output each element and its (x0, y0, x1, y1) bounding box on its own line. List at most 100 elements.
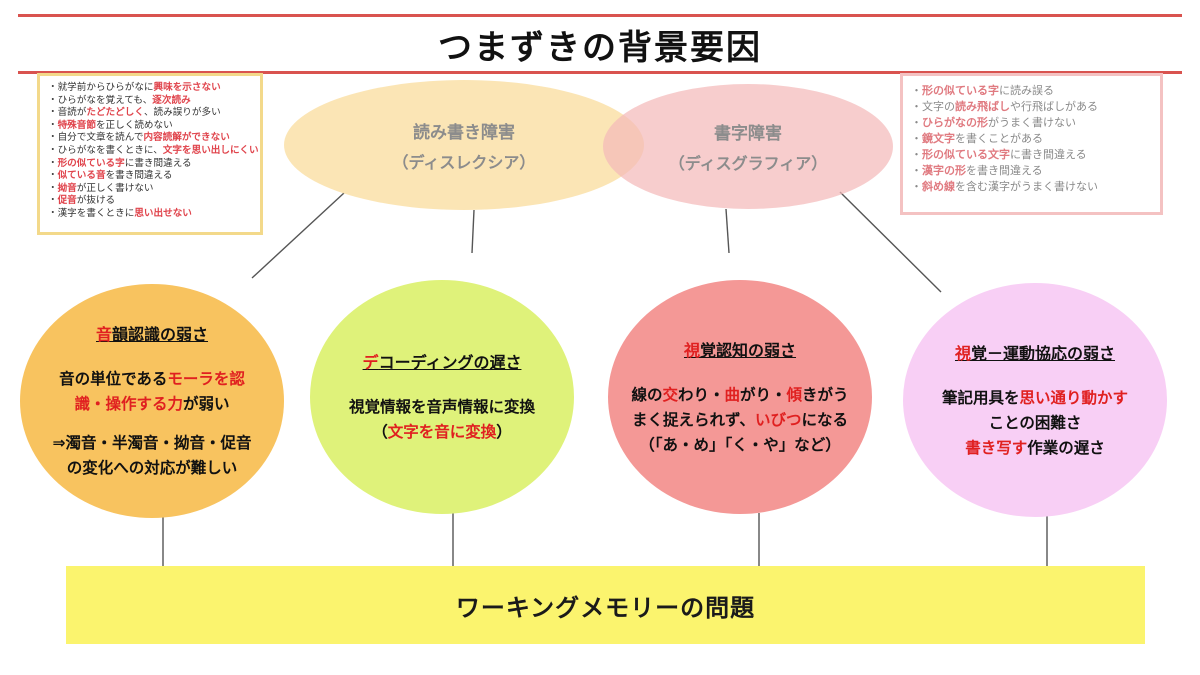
highlight-text: 視 (954, 343, 971, 363)
highlight-text: 識・操作する力 (74, 395, 183, 413)
text-segment: に書き間違える (124, 157, 192, 169)
highlight-text: 傾 (786, 385, 803, 404)
text-segment: きがう (802, 385, 849, 404)
text-segment: 作業の遅さ (1027, 438, 1105, 457)
text-segment: コーディングの遅さ (378, 353, 522, 372)
circle-body-line: 線の交わり・曲がり・傾きがう (631, 383, 848, 408)
highlight-text: 促音 (57, 195, 77, 207)
highlight-text: 形の似ている字 (922, 84, 999, 97)
text-segment: ・文字の (911, 100, 955, 113)
circle-body: 筆記用具を思い通り動かすことの困難さ書き写す作業の遅さ (942, 386, 1128, 461)
text-segment: ・漢字を書くときに (48, 207, 135, 219)
phonological-awareness-circle: 音韻認識の弱さ音の単位であるモーラを認識・操作する力が弱い⇒濁音・半濁音・拗音・… (20, 284, 284, 518)
text-segment: ・ (911, 132, 922, 145)
circle-body: 視覚情報を音声情報に変換 （文字を音に変換） (349, 395, 535, 445)
text-segment: になる (801, 410, 848, 429)
text-segment: ⇒濁音・半濁音・拗音・促音 (52, 434, 252, 452)
symptom-item: ・ひらがなを覚えても、逐次読み (48, 95, 252, 108)
text-segment: （「あ・め」「く・や」など） (639, 435, 841, 454)
circle-heading: 視覚－運動協応の弱さ (955, 340, 1115, 364)
highlight-text: 逐次読み (152, 94, 191, 106)
circle-body-line: ことの困難さ (942, 411, 1128, 436)
highlight-text: 鏡文字 (922, 132, 955, 145)
circle-heading: デコーディングの遅さ (363, 349, 522, 373)
circle-body-line: 視覚情報を音声情報に変換 (349, 395, 535, 420)
symptom-item: ・形の似ている字に読み誤る (911, 83, 1152, 99)
dyslexia-symptoms-box: ・就学前からひらがなに興味を示さない・ひらがなを覚えても、逐次読み・音読がたどた… (37, 73, 263, 235)
highlight-text: 音 (95, 325, 112, 344)
highlight-text: 興味を示さない (153, 82, 221, 93)
spacer (53, 417, 252, 431)
symptom-item: ・ひらがなを書くときに、文字を思い出しにくい (48, 144, 259, 158)
text-segment: ・自分で文章を読んで (48, 132, 144, 144)
text-segment: わり・ (677, 385, 725, 404)
circle-body: 音の単位であるモーラを認識・操作する力が弱い⇒濁音・半濁音・拗音・促音の変化への… (53, 367, 252, 481)
circle-body-line: 音の単位であるモーラを認 (53, 367, 252, 392)
highlight-text: 特殊音節 (57, 119, 96, 131)
circle-body-line: （文字を音に変換） (349, 420, 535, 445)
text-segment: ・ (48, 170, 58, 182)
highlight-text: 曲 (724, 385, 740, 404)
symptom-item: ・斜め線を含む漢字がうまく書けない (911, 179, 1152, 195)
highlight-text: 交 (662, 385, 678, 404)
highlight-text: 読み飛ばし (955, 100, 1010, 113)
symptom-item: ・ひらがなの形がうまく書けない (911, 115, 1152, 131)
symptom-item: ・拗音が正しく書けない (48, 183, 252, 196)
text-segment: ・ひらがなを書くときに、 (48, 144, 163, 156)
highlight-text: たどたどしく (86, 107, 144, 119)
symptom-item: ・特殊音節を正しく読めない (48, 120, 252, 133)
text-segment: 、読み誤りが多い (143, 107, 221, 119)
text-segment: を書き間違える (105, 170, 173, 182)
symptom-item: ・音読がたどたどしく、読み誤りが多い (48, 107, 252, 120)
text-segment: 覚－運動協応の弱さ (971, 343, 1116, 363)
circle-body-line: まく捉えられず、いびつになる (631, 408, 848, 433)
text-segment: ・ (48, 195, 58, 207)
text-segment: ・ (911, 148, 922, 161)
symptom-item: ・漢字を書くときに思い出せない (48, 208, 252, 221)
symptom-item: ・鏡文字を書くことがある (911, 131, 1152, 147)
text-segment: ・ (911, 164, 922, 177)
connector-line (839, 191, 942, 293)
highlight-text: 形の似ている字 (57, 157, 125, 169)
title-bar: つまずきの背景要因 (18, 14, 1182, 74)
text-segment: ・ひらがなを覚えても、 (48, 94, 153, 106)
page-title: つまずきの背景要因 (438, 27, 762, 68)
visual-cognition-circle: 視覚認知の弱さ線の交わり・曲がり・傾きがうまく捉えられず、いびつになる（「あ・め… (608, 280, 872, 514)
working-memory-box: ワーキングメモリーの問題 (66, 566, 1145, 644)
text-segment: 音の単位である (59, 370, 168, 388)
highlight-text: 拗音 (57, 182, 77, 194)
text-segment: に書き間違える (1010, 148, 1087, 161)
highlight-text: 内容読解ができない (143, 132, 230, 144)
text-segment: がうまく書けない (988, 116, 1076, 129)
dysgraphia-sub: （ディスグラフィア） (668, 154, 828, 173)
symptom-item: ・文字の読み飛ばしや行飛ばしがある (911, 99, 1152, 115)
highlight-text: 形の似ている文字 (922, 148, 1010, 161)
text-segment: 視覚情報を音声情報に変換 (348, 398, 535, 416)
highlight-text: 文字を音に変換 (387, 423, 497, 441)
highlight-text: デ (362, 353, 379, 372)
text-segment: ） (496, 423, 512, 441)
working-memory-label: ワーキングメモリーの問題 (455, 593, 756, 622)
symptom-item: ・就学前からひらがなに興味を示さない (48, 82, 252, 95)
text-segment: ・ (911, 180, 922, 193)
text-segment: 韻認識の弱さ (112, 325, 209, 344)
connector-line (251, 192, 345, 279)
text-segment: を正しく読めない (95, 119, 173, 131)
highlight-text: 思い通り動かす (1019, 388, 1129, 407)
highlight-text: 漢字の形 (922, 164, 966, 177)
text-segment: ・ (911, 84, 922, 97)
text-segment: まく捉えられず、 (632, 410, 755, 429)
highlight-text: モーラを認 (167, 370, 245, 388)
connector-line (725, 208, 730, 254)
circle-body-line: 識・操作する力が弱い (53, 392, 252, 417)
symptom-item: ・形の似ている字に書き間違える (48, 158, 252, 171)
highlight-text: 斜め線 (922, 180, 955, 193)
text-segment: が正しく書けない (76, 182, 154, 194)
text-segment: ・ (48, 119, 58, 131)
text-segment: を書くことがある (955, 132, 1043, 145)
circle-heading: 音韻認識の弱さ (96, 321, 208, 345)
highlight-text: 書き写す (965, 438, 1028, 457)
circle-body: 線の交わり・曲がり・傾きがうまく捉えられず、いびつになる （「あ・め」「く・や」な… (631, 383, 848, 458)
decoding-circle: デコーディングの遅さ視覚情報を音声情報に変換 （文字を音に変換） (310, 280, 574, 514)
